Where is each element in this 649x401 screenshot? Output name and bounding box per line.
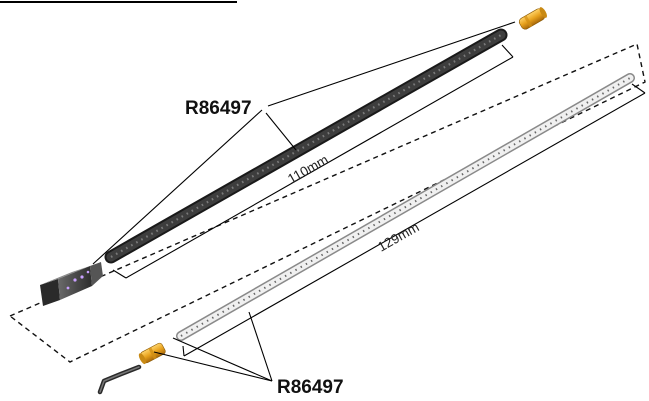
assembly-outline-dashed <box>8 43 646 363</box>
dim-110mm-bracket <box>112 44 514 279</box>
leader-lines-upper <box>92 21 516 265</box>
dim-129mm-bracket <box>182 83 646 357</box>
end-cap-icon <box>40 262 103 306</box>
light-rod-icon <box>176 73 635 341</box>
brass-fitting-icon <box>138 342 166 365</box>
bent-rod-icon <box>97 364 142 395</box>
brass-fitting-icon <box>518 7 547 30</box>
part-number-lower: R86497 <box>277 377 344 398</box>
dark-rod-icon <box>104 28 508 264</box>
leader-lines-lower <box>153 311 273 382</box>
part-number-upper: R86497 <box>185 98 252 119</box>
